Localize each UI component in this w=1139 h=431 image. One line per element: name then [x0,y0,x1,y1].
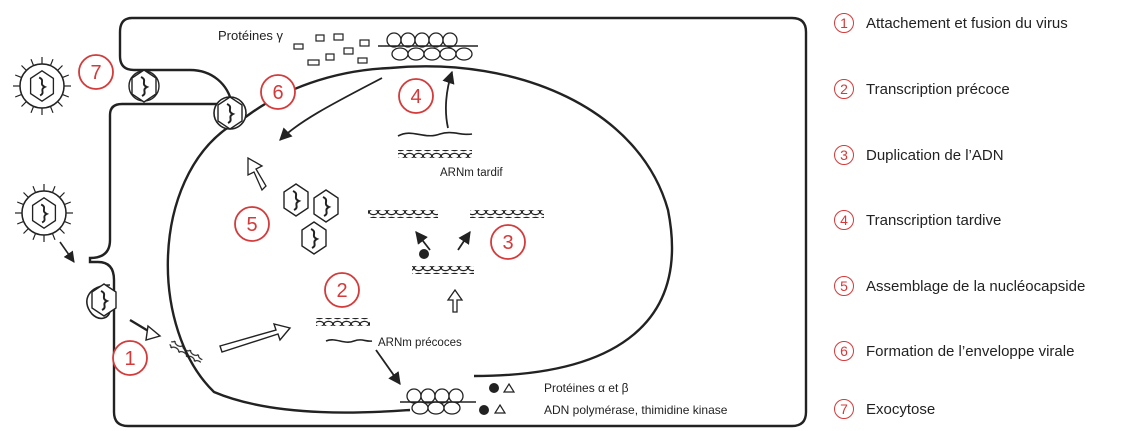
step-marker-2: 2 [324,272,360,308]
step-marker-6: 6 [260,74,296,110]
virion-icon [131,69,157,103]
protein-dot-icon [479,405,489,415]
open-arrow-icon [145,324,162,341]
cell-membrane [88,16,808,428]
virion-fusing-icon [91,283,117,317]
legend-text: Transcription précoce [866,80,1010,98]
legend-item-6: 6 Formation de l’enveloppe virale [834,338,1074,364]
dna-icon [168,339,204,365]
dna-icon [398,150,472,158]
open-arrow-icon [446,288,464,313]
legend-item-7: 7 Exocytose [834,396,935,422]
dna-icon [316,318,370,326]
protein-gamma-icons [293,33,370,66]
nucleocapsid-icon [283,183,309,217]
legend-item-2: 2 Transcription précoce [834,76,1010,102]
legend-text: Formation de l’enveloppe virale [866,342,1075,360]
step-marker-3: 3 [490,224,526,260]
legend-number: 3 [834,145,854,165]
svg-text:3: 3 [502,232,513,254]
protein-dot-icon [489,383,499,393]
legend-number: 1 [834,13,854,33]
step-marker-5: 5 [234,206,270,242]
legend-item-4: 4 Transcription tardive [834,207,1001,233]
ribosomes-icon [378,32,478,61]
svg-text:1: 1 [124,348,135,370]
label-proteines-alpha-beta: Protéines α et β [544,381,629,395]
legend-text: Exocytose [866,400,936,418]
step-marker-7: 7 [78,54,114,90]
legend-item-1: 1 Attachement et fusion du virus [834,10,1068,36]
nuclear-envelope-inner [389,65,674,378]
mrna-icon [397,131,473,137]
step-marker-4: 4 [398,78,434,114]
nucleocapsid-icon [301,221,327,255]
legend-number: 7 [834,399,854,419]
virus-cycle-diagram: ARNm précoces Protéines α et β ADN polym… [12,16,808,428]
label-adn-polymerase: ADN polymérase, thimidine kinase [544,403,728,417]
svg-text:2: 2 [336,280,347,302]
label-arnm-precoces: ARNm précoces [378,337,462,349]
open-arrow-icon [247,156,267,192]
legend-number: 6 [834,341,854,361]
ribosomes-icon [400,388,476,415]
legend-number: 5 [834,276,854,296]
svg-text:7: 7 [90,62,101,84]
legend-item-3: 3 Duplication de l’ADN [834,142,1004,168]
nucleocapsid-icon [313,189,339,223]
legend-item-5: 5 Assemblage de la nucléocapside [834,273,1085,299]
dna-icon [470,210,544,218]
legend-number: 4 [834,210,854,230]
legend-text: Transcription tardive [866,211,1002,229]
mrna-icon [325,339,373,343]
svg-text:5: 5 [246,214,257,236]
legend-text: Assemblage de la nucléocapside [866,277,1086,295]
nuclear-envelope-outer [166,125,411,414]
label-proteines-gamma: Protéines γ [218,28,284,43]
dna-icon [412,266,474,274]
virion-entering-icon [14,183,74,243]
dna-icon [368,210,438,218]
protein-triangle-icon [493,403,507,414]
protein-dot-icon [419,249,429,259]
virion-enveloped-icon [12,56,72,116]
virion-icon [217,96,243,130]
label-arnm-tardif: ARNm tardif [440,167,503,179]
svg-text:4: 4 [410,86,421,108]
svg-text:6: 6 [272,82,283,104]
open-arrow-icon [219,323,292,353]
nuclear-envelope-top [231,66,391,129]
step-marker-1: 1 [112,340,148,376]
legend-text: Attachement et fusion du virus [866,14,1068,32]
legend-text: Duplication de l’ADN [866,146,1004,164]
legend-number: 2 [834,79,854,99]
protein-triangle-icon [502,382,516,393]
